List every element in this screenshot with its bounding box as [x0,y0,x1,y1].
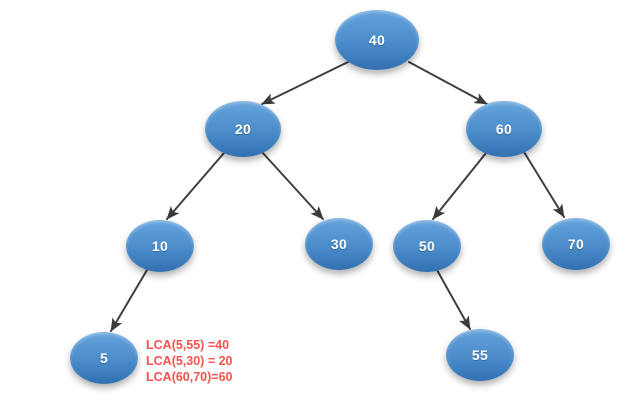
lca-annotation-line: LCA(60,70)=60 [146,370,233,384]
tree-edge-n10-to-n5 [110,269,148,332]
tree-node-label: 40 [368,32,386,48]
tree-node-5[interactable]: 5 [70,332,138,384]
tree-node-label: 10 [151,238,169,254]
tree-node-60[interactable]: 60 [466,101,542,157]
tree-edge-n20-to-n30 [261,151,324,220]
tree-node-label: 60 [495,121,513,137]
tree-edge-n60-to-n70 [523,151,565,218]
tree-node-label: 55 [471,347,489,363]
tree-node-label: 20 [234,121,252,137]
tree-edge-n20-to-n10 [166,152,225,220]
tree-node-label: 50 [418,238,436,254]
tree-node-55[interactable]: 55 [446,329,514,381]
tree-node-label: 70 [567,236,585,252]
tree-edge-n40-to-n60 [408,61,488,105]
tree-node-40[interactable]: 40 [335,10,419,70]
tree-edge-n40-to-n20 [261,61,349,105]
tree-node-30[interactable]: 30 [305,218,373,270]
tree-edge-n60-to-n50 [432,152,487,220]
lca-annotation-line: LCA(5,30) = 20 [146,354,233,368]
tree-node-label: 30 [330,236,348,252]
tree-edge-n50-to-n55 [436,269,471,330]
tree-node-20[interactable]: 20 [205,101,281,157]
tree-node-70[interactable]: 70 [542,218,610,270]
tree-node-label: 5 [99,350,109,366]
lca-annotation-line: LCA(5,55) =40 [146,338,230,352]
tree-node-50[interactable]: 50 [393,220,461,272]
tree-node-10[interactable]: 10 [126,220,194,272]
